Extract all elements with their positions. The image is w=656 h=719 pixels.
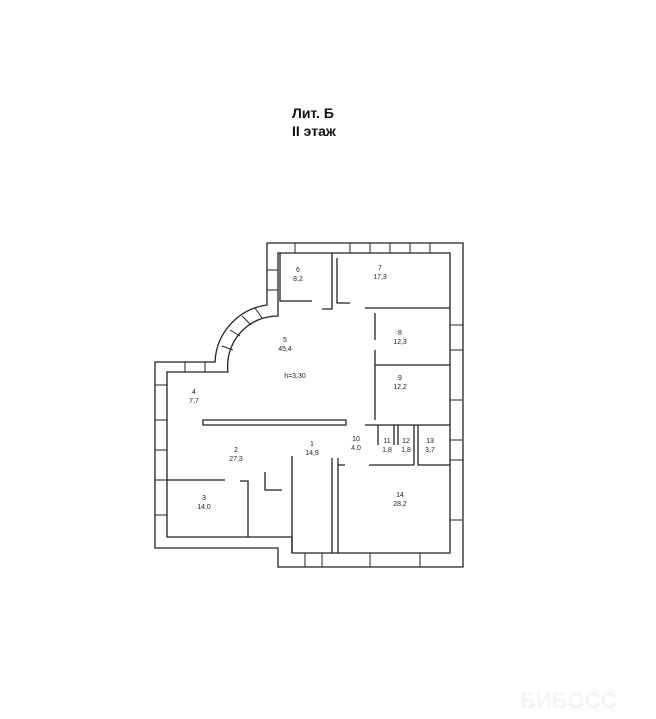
room-11: 111,8 bbox=[382, 438, 392, 454]
svg-text:14,9: 14,9 bbox=[305, 450, 319, 457]
room-13: 133,7 bbox=[425, 438, 435, 454]
room-labels: 68,2 717,3 812,3 912,2 545,4 h=3,30 47,7… bbox=[189, 265, 435, 511]
floor-label: II этаж bbox=[292, 123, 336, 139]
room-10: 104,0 bbox=[351, 436, 361, 452]
svg-text:6: 6 bbox=[296, 267, 300, 274]
svg-text:7: 7 bbox=[378, 265, 382, 272]
svg-text:7,7: 7,7 bbox=[189, 398, 199, 405]
svg-text:9: 9 bbox=[398, 375, 402, 382]
room-9: 912,2 bbox=[393, 375, 407, 391]
walls bbox=[154, 242, 464, 568]
svg-text:12: 12 bbox=[402, 438, 410, 445]
room-3-wall bbox=[167, 472, 282, 537]
svg-text:5: 5 bbox=[283, 337, 287, 344]
room-12: 121,8 bbox=[401, 438, 411, 454]
svg-text:28,2: 28,2 bbox=[393, 501, 407, 508]
room-3: 314,0 bbox=[197, 495, 211, 511]
room-4: 47,7 bbox=[189, 389, 199, 405]
svg-text:10: 10 bbox=[352, 436, 360, 443]
room-8: 812,3 bbox=[393, 330, 407, 346]
svg-text:1: 1 bbox=[310, 441, 314, 448]
watermark: БИБОСС bbox=[520, 688, 617, 713]
room-14: 14 28,2 bbox=[393, 492, 407, 508]
svg-text:3,7: 3,7 bbox=[425, 447, 435, 454]
outer-wall bbox=[154, 242, 464, 568]
plan-title: Лит. Б II этаж bbox=[292, 104, 336, 140]
room-7-wall bbox=[336, 258, 450, 309]
svg-text:2: 2 bbox=[234, 447, 238, 454]
svg-text:45,4: 45,4 bbox=[278, 346, 292, 353]
svg-text:13: 13 bbox=[426, 438, 434, 445]
svg-text:4,0: 4,0 bbox=[351, 445, 361, 452]
room-14-wall bbox=[337, 458, 414, 553]
svg-text:17,3: 17,3 bbox=[373, 274, 387, 281]
svg-text:11: 11 bbox=[383, 438, 390, 445]
room-1-walls bbox=[291, 456, 333, 553]
svg-text:12,2: 12,2 bbox=[393, 384, 407, 391]
corridor-wall bbox=[202, 419, 347, 426]
room-6-wall bbox=[279, 253, 333, 310]
svg-text:3: 3 bbox=[202, 495, 206, 502]
svg-text:14: 14 bbox=[396, 492, 404, 499]
svg-text:8,2: 8,2 bbox=[293, 276, 303, 283]
room-8-9-wall bbox=[374, 313, 450, 420]
room-2: 227,3 bbox=[229, 447, 243, 463]
svg-text:27,3: 27,3 bbox=[229, 456, 243, 463]
svg-text:1,8: 1,8 bbox=[401, 447, 411, 454]
ceiling-height: h=3,30 bbox=[284, 373, 306, 380]
inner-wall bbox=[166, 252, 451, 554]
lit-label: Лит. Б bbox=[292, 105, 334, 121]
room-11-13-walls bbox=[365, 424, 450, 466]
room-7: 717,3 bbox=[373, 265, 387, 281]
svg-text:8: 8 bbox=[398, 330, 402, 337]
svg-text:12,3: 12,3 bbox=[393, 339, 407, 346]
room-6: 68,2 bbox=[293, 267, 303, 283]
room-1: 114,9 bbox=[305, 441, 319, 457]
svg-text:1,8: 1,8 bbox=[382, 447, 392, 454]
svg-text:4: 4 bbox=[192, 389, 196, 396]
svg-text:14,0: 14,0 bbox=[197, 504, 211, 511]
room-5: 545,4 bbox=[278, 337, 292, 353]
